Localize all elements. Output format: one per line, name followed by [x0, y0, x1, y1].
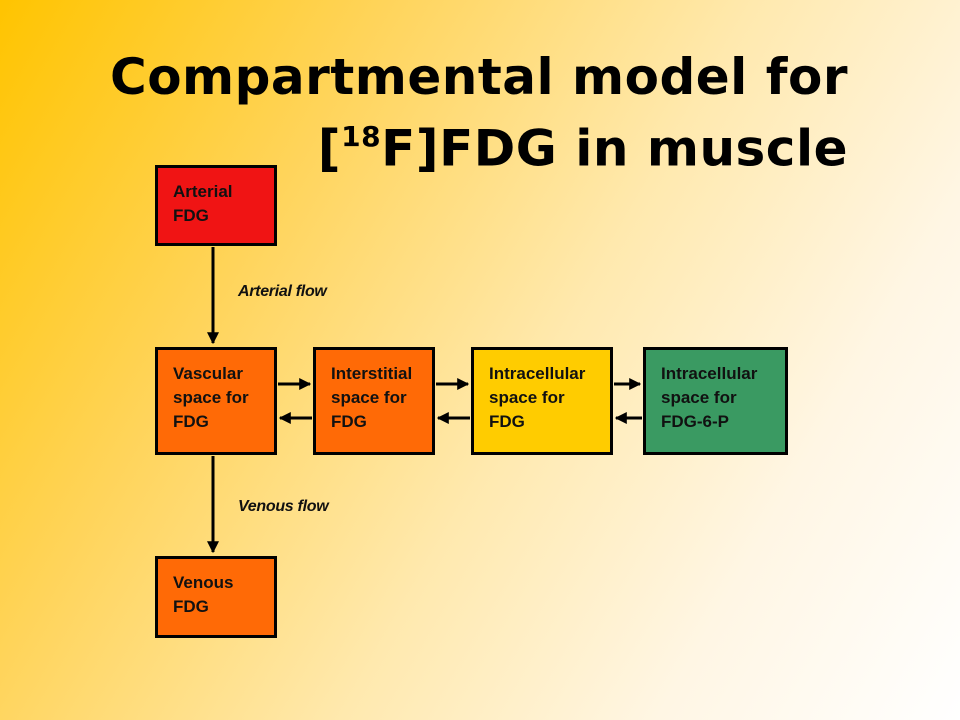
arterial-line-1: Arterial — [173, 182, 233, 201]
arterial-line-2: FDG — [173, 206, 209, 225]
venous-line-2: FDG — [173, 597, 209, 616]
title-bracket: [ — [317, 119, 342, 178]
intracellular-fdg-line-2: space for — [489, 388, 565, 407]
title-isotope-superscript: 18 — [341, 120, 382, 153]
interstitial-line-3: FDG — [331, 412, 367, 431]
interstitial-line-1: Interstitial — [331, 364, 413, 383]
slide-title: Compartmental model for [18F]FDG in musc… — [110, 46, 848, 180]
title-compound: F]FDG in muscle — [381, 119, 848, 178]
vascular-line-2: space for — [173, 388, 249, 407]
vascular-line-1: Vascular — [173, 364, 243, 383]
arterial-flow-label: Arterial flow — [238, 283, 327, 300]
title-line-2: [18F]FDG in muscle — [110, 108, 848, 180]
title-line-1: Compartmental model for — [110, 48, 848, 106]
intracellular-fdg6p-line-3: FDG-6-P — [661, 412, 729, 431]
vascular-line-3: FDG — [173, 412, 209, 431]
intracellular-fdg6p-box: Intracellular space for FDG-6-P — [643, 347, 788, 455]
venous-flow-label: Venous flow — [238, 498, 329, 515]
interstitial-space-box: Interstitial space for FDG — [313, 347, 435, 455]
intracellular-fdg6p-line-1: Intracellular — [661, 364, 758, 383]
vascular-space-box: Vascular space for FDG — [155, 347, 277, 455]
interstitial-line-2: space for — [331, 388, 407, 407]
venous-fdg-box: Venous FDG — [155, 556, 277, 638]
intracellular-fdg-line-3: FDG — [489, 412, 525, 431]
arterial-fdg-box: Arterial FDG — [155, 165, 277, 246]
venous-line-1: Venous — [173, 573, 234, 592]
intracellular-fdg6p-line-2: space for — [661, 388, 737, 407]
intracellular-fdg-box: Intracellular space for FDG — [471, 347, 613, 455]
intracellular-fdg-line-1: Intracellular — [489, 364, 586, 383]
